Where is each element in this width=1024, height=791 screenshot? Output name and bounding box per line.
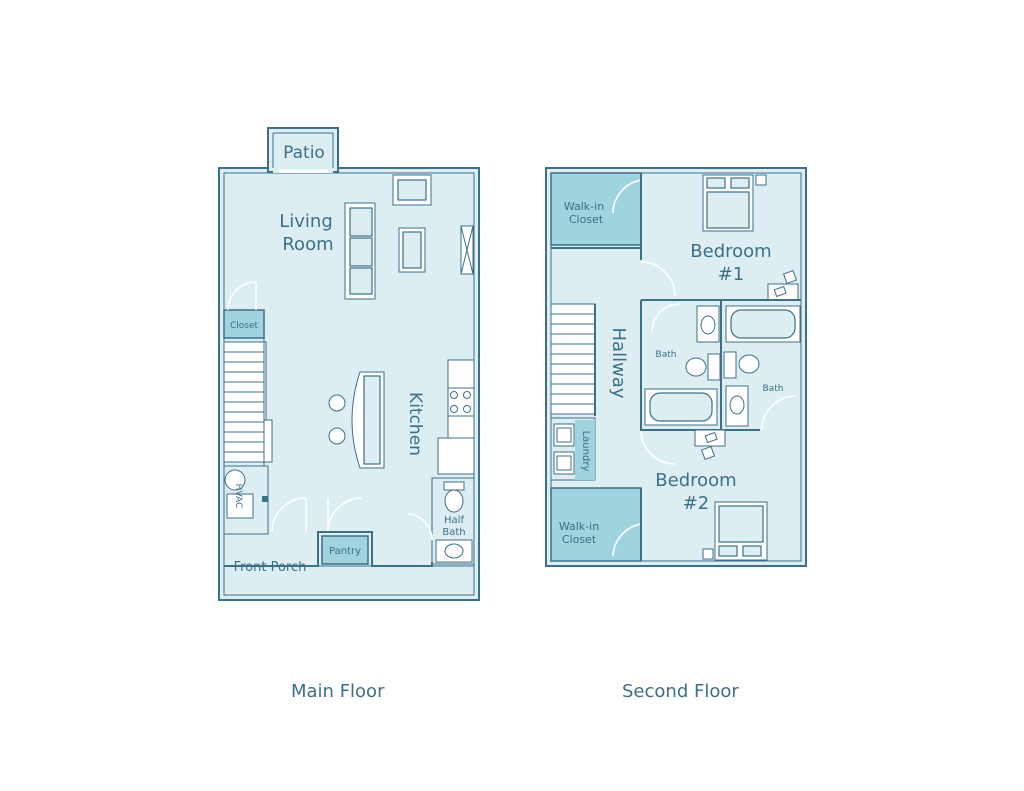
main-floor-caption: Main Floor (291, 681, 385, 702)
living-room-label-line2: Room (282, 234, 333, 255)
bedroom-2-label-line2: #2 (683, 493, 710, 514)
stairs-main (223, 341, 273, 463)
hallway-label: Hallway (608, 328, 629, 399)
walk-in-closet-2 (550, 487, 642, 562)
kitchen-label: Kitchen (405, 392, 425, 456)
bath-right-label: Bath (763, 384, 784, 394)
front-porch-label: Front Porch (234, 560, 307, 575)
bed-2 (702, 501, 768, 561)
armchair (392, 174, 432, 206)
bedroom-1-label-line2: #1 (718, 264, 745, 285)
closet-label: Closet (230, 321, 259, 331)
pantry-room (321, 535, 369, 565)
patio-label: Patio (283, 143, 325, 163)
laundry-room (550, 417, 596, 481)
main-floor-plan: Patio Living Room Closet Kitchen HVAC Ha… (218, 127, 480, 601)
half-bath-label-line2: Bath (442, 527, 465, 538)
half-bath-room (407, 477, 475, 565)
closet-room (223, 309, 265, 339)
second-floor-plan: Walk-in Closet Bedroom #1 Hallway Bath B… (545, 167, 807, 567)
bed-1 (702, 174, 767, 232)
half-bath-label-line1: Half (444, 515, 464, 526)
walk-in-closet-2-label-line1: Walk-in (559, 520, 599, 533)
walk-in-closet-1 (550, 172, 642, 246)
bath-left-label: Bath (656, 350, 677, 360)
bedroom-1-label-line1: Bedroom (690, 241, 771, 262)
kitchen-island (328, 371, 385, 469)
walk-in-closet-1-label-line2: Closet (569, 213, 604, 226)
stairs-upper (550, 303, 596, 416)
bath-block (640, 299, 801, 431)
desk-2 (694, 429, 726, 461)
tv-console (460, 225, 474, 275)
kitchen-counters (437, 359, 475, 475)
hvac-label: HVAC (233, 484, 243, 509)
laundry-label: Laundry (580, 431, 591, 472)
bedroom-2-label-line1: Bedroom (655, 470, 736, 491)
pantry-label: Pantry (329, 546, 361, 557)
walk-in-closet-2-label-line2: Closet (562, 533, 597, 546)
living-room-label-line1: Living (279, 211, 333, 232)
sofa (344, 202, 376, 300)
walk-in-closet-1-label-line1: Walk-in (564, 200, 604, 213)
second-floor-caption: Second Floor (622, 681, 739, 702)
